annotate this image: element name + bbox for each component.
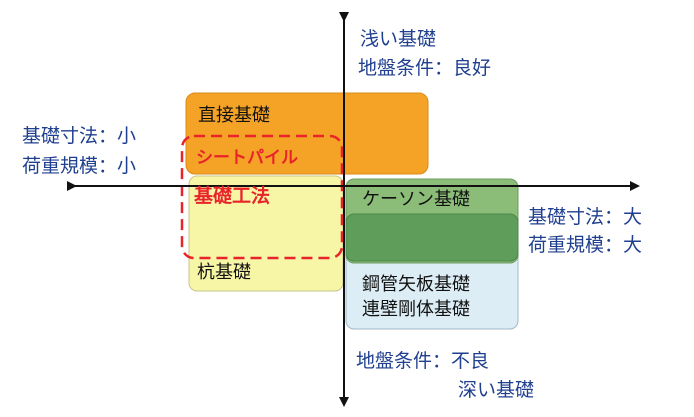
box-direct-label: 直接基礎: [198, 105, 270, 126]
axis-label-right-1: 基礎寸法：大: [528, 206, 643, 228]
sheet-pile-label-1: シートパイル: [196, 148, 298, 168]
sheet-pile-label-2: 基礎工法: [194, 185, 271, 207]
axis-label-top-2: 地盤条件：良好: [358, 57, 492, 79]
box-direct: [185, 92, 429, 175]
sheet-pile-dashed-region: [180, 134, 344, 260]
box-caisson-inner: [345, 213, 519, 262]
axis-label-bottom-1: 地盤条件：不良: [356, 350, 490, 372]
axis-label-top-1: 浅い基礎: [360, 28, 437, 50]
box-steel-label-2: 連壁剛体基礎: [362, 299, 470, 320]
axis-label-left-2: 荷重規模：小: [22, 155, 137, 177]
axis-label-bottom-2: 深い基礎: [458, 379, 535, 401]
box-caisson-label: ケーソン基礎: [362, 189, 470, 210]
box-steel-label-1: 鋼管矢板基礎: [362, 274, 470, 295]
axis-label-left-1: 基礎寸法：小: [22, 125, 137, 147]
axis-label-right-2: 荷重規模：大: [528, 234, 643, 256]
box-pile-label: 杭基礎: [197, 262, 251, 283]
